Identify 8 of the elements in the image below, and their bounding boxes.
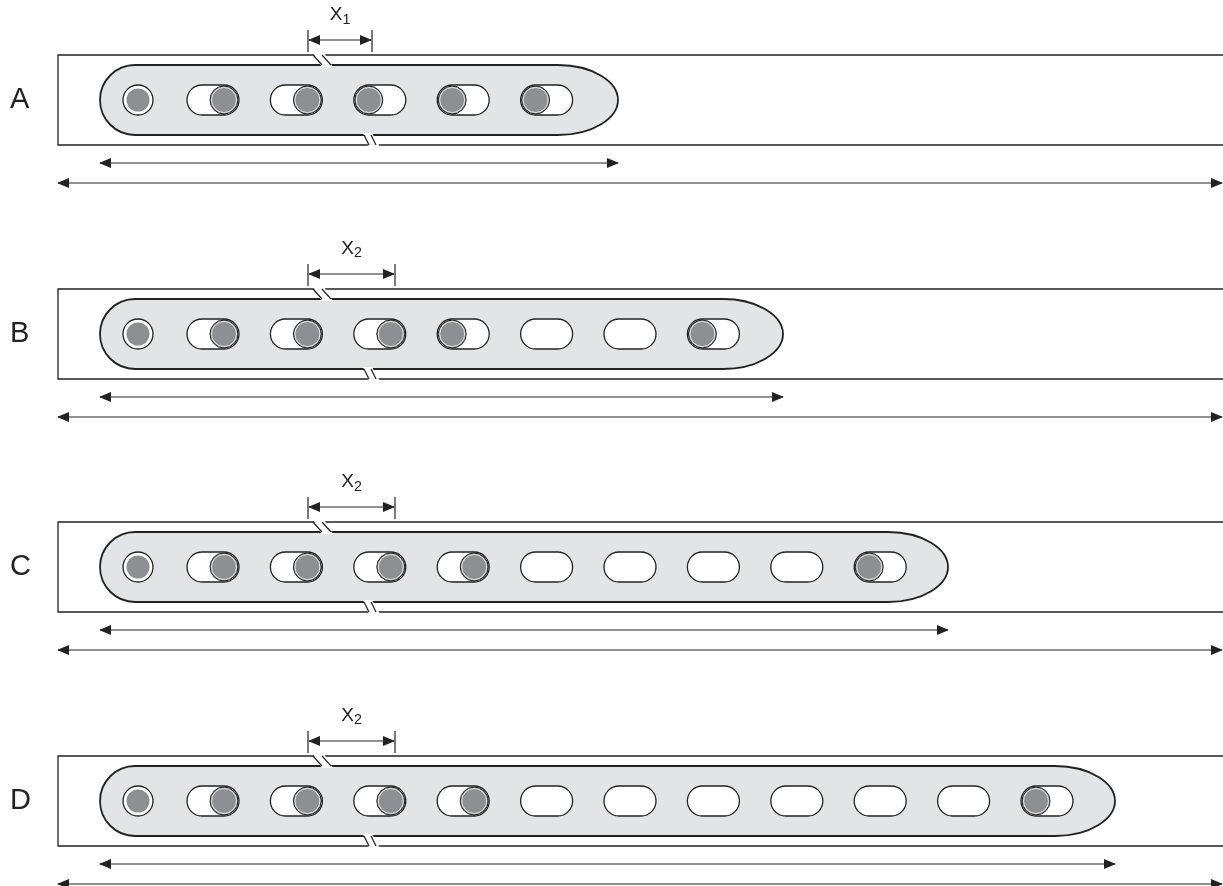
row-letter: D [10, 784, 31, 814]
row-letter: B [10, 317, 30, 347]
row-letter: A [10, 84, 30, 113]
dimension-label: X$_{2}$ [341, 471, 362, 490]
row-letter: C [10, 551, 31, 580]
dimension-label: X$_{2}$ [341, 237, 362, 257]
dimension-label: X$_{1}$ [329, 4, 351, 23]
dimension-label: X$_{2}$ [341, 704, 362, 724]
